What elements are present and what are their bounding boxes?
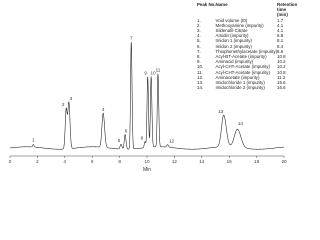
legend-retention-time: 11.2	[277, 74, 286, 80]
peak-label-3: 3	[70, 96, 73, 101]
legend-peak-name: Methoxyamine (impurity)	[215, 22, 264, 28]
legend-retention-time: 10.8	[277, 54, 286, 60]
legend-retention-time: 6.8	[277, 33, 284, 39]
legend-header-row: Peak No. Name Retention time (min)	[197, 2, 297, 18]
legend-row: 8. Acyl-BT-Acetate (impurity) 10.8	[197, 54, 297, 59]
chromatogram-trace-group	[9, 41, 285, 150]
legend-retention-time: 8.4	[277, 43, 284, 49]
peak-label-4: 4	[102, 107, 105, 112]
peak-label-13: 13	[218, 109, 224, 114]
peak-label-6: 6	[125, 129, 128, 134]
legend-peak-number: 14.	[197, 85, 204, 91]
x-tick-label: 0	[9, 159, 12, 164]
peak-label-7: 7	[130, 36, 133, 41]
legend-retention-time: 4.1	[277, 28, 284, 34]
legend-peak-name: Void volume (t0)	[215, 17, 248, 23]
legend-peak-number: 13.	[197, 80, 204, 86]
legend-peak-number: 4.	[197, 33, 201, 39]
legend-body: 1. Void volume (t0) 1.7 2. Methoxyamine (imp…	[197, 18, 297, 91]
legend-row: 5. Imidon 1 (impurity) 8.1	[197, 38, 297, 43]
x-tick-label: 18	[254, 159, 260, 164]
legend-header-peak: Peak No.	[197, 2, 216, 7]
legend-retention-time: 8.1	[277, 38, 284, 44]
legend-row: 14. Imidochloride 2 (impurity) 16.6	[197, 85, 297, 90]
legend-peak-name: Imidon 1 (impurity)	[215, 38, 252, 44]
legend-peak-name: Imidochloride 2 (impurity)	[215, 85, 265, 91]
legend-peak-number: 12.	[197, 74, 204, 80]
legend-row: 13. Imidochloride 1 (impurity) 15.6	[197, 80, 297, 85]
legend-peak-name: Aminacetate (impurity)	[215, 74, 260, 80]
chromatogram-line	[9, 41, 285, 150]
x-tick-label: 12	[172, 159, 178, 164]
peak-label-11: 11	[156, 68, 161, 73]
legend-peak-number: 2.	[197, 22, 201, 28]
legend-peak-name: Amidin (impurity)	[215, 33, 249, 39]
legend-peak-number: 10.	[197, 64, 204, 70]
legend-retention-time: 10.2	[277, 64, 286, 70]
legend-row: 10. Acyl-CHT-Acetate (impurity) 10.2	[197, 64, 297, 69]
legend-peak-number: 1.	[197, 17, 201, 23]
x-tick-label: 16	[227, 159, 233, 164]
peak-label-10: 10	[151, 70, 157, 75]
legend-peak-name: Imidochloride 1 (impurity)	[215, 80, 265, 86]
legend-peak-number: 5.	[197, 38, 201, 44]
legend-header-name: Name	[215, 2, 228, 7]
x-tick-label: 6	[91, 159, 94, 164]
legend-peak-name: Acyl-BT-Acetate (impurity)	[215, 54, 267, 60]
legend-row: 12. Aminacetate (impurity) 11.2	[197, 75, 297, 80]
peak-label-9: 9	[144, 71, 147, 76]
x-tick-label: 14	[199, 159, 205, 164]
peak-label-2: 2	[62, 102, 65, 107]
x-axis-title: Min	[143, 167, 151, 173]
legend-retention-time: 10.8	[277, 69, 286, 75]
legend-peak-name: Sildenafil Citrate	[215, 28, 248, 34]
legend-row: 4. Amidin (impurity) 6.8	[197, 33, 297, 38]
legend-retention-time: 1.7	[277, 17, 284, 23]
legend-row: 9. Aminacid (impurity) 10.2	[197, 59, 297, 64]
legend-retention-time: 16.6	[277, 85, 286, 91]
x-tick-label: 20	[281, 159, 287, 164]
legend-peak-number: 6.	[197, 43, 201, 49]
peak-label-14: 14	[238, 121, 244, 126]
legend-peak-number: 3.	[197, 28, 201, 34]
legend-row: 2. Methoxyamine (impurity) 4.1	[197, 23, 297, 28]
peak-label-1: 1	[32, 138, 35, 143]
x-tick-label: 10	[144, 159, 150, 164]
legend-peak-number: 9.	[197, 59, 201, 65]
legend-row: 6. Imidon 2 (impurity) 8.4	[197, 44, 297, 49]
peak-label-12: 12	[169, 139, 175, 144]
legend-row: 1. Void volume (t0) 1.7	[197, 18, 297, 23]
peak-label-8: 8	[141, 136, 144, 141]
legend-retention-time: 10.2	[277, 59, 286, 65]
legend-peak-name: Imidon 2 (impurity)	[215, 43, 252, 49]
legend-header-retention-time: Retention time (min)	[277, 2, 298, 18]
legend-peak-name: Acyl-CHT-Acetate (impurity)	[215, 69, 270, 75]
legend-peak-name: Acyl-CHT-Acetate (impurity)	[215, 64, 270, 70]
x-tick-label: 8	[118, 159, 121, 164]
legend-row: 7. Thiophenethylacetate (impurity)8.6	[197, 49, 297, 54]
legend-row: 11. Acyl-CHT-Acetate (impurity) 10.8	[197, 70, 297, 75]
legend-retention-time: 8.6	[277, 48, 284, 54]
legend-peak-number: 8.	[197, 54, 201, 60]
legend-table: Peak No. Name Retention time (min) 1. Voi…	[197, 2, 297, 90]
legend-peak-number: 7.	[197, 48, 201, 54]
x-tick-label: 4	[64, 159, 67, 164]
peak-label-5: 5	[118, 138, 121, 143]
legend-peak-name: Thiophenethylacetate (impurity)	[215, 48, 278, 54]
legend-row: 3. Sildenafil Citrate 4.1	[197, 28, 297, 33]
legend-retention-time: 15.6	[277, 80, 286, 86]
legend-retention-time: 4.1	[277, 22, 284, 28]
peak-legend-table: Peak No. Name Retention time (min) 1. Voi…	[197, 2, 297, 90]
legend-peak-name: Aminacid (impurity)	[215, 59, 254, 65]
legend-peak-number: 11.	[197, 69, 203, 75]
x-tick-label: 2	[36, 159, 39, 164]
x-axis-ticks: 0 2 4 6 8 10 12 14 16 18 20	[9, 156, 287, 164]
